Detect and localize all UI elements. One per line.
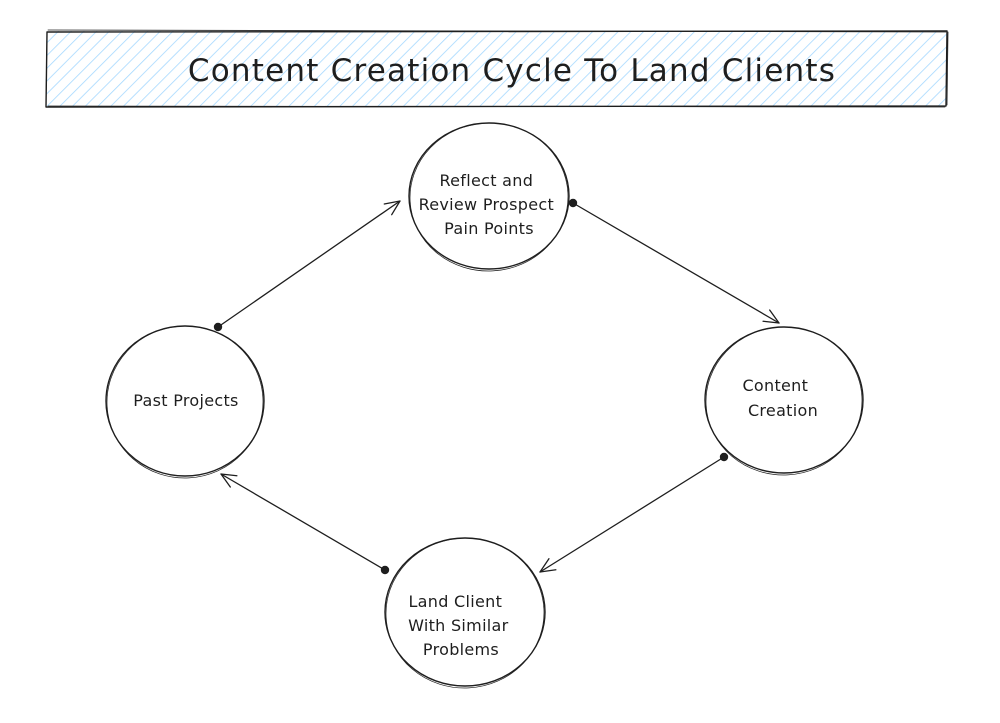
svg-text:Reflect and Review Pro: Reflect and Review Prospect Pain Points bbox=[419, 171, 560, 238]
title-banner: Content Creation Cycle To Land Clients bbox=[45, 29, 949, 108]
node-reflect-line-1: Reflect and bbox=[439, 171, 533, 190]
arrow-line bbox=[539, 456, 725, 573]
svg-text:Past Projects: Past Projects bbox=[133, 391, 238, 410]
arrow-line bbox=[217, 200, 401, 328]
edges-layer bbox=[213, 198, 780, 575]
arrow-line bbox=[220, 473, 386, 571]
arrow-past-to-reflect bbox=[213, 200, 401, 332]
node-land-line-3: Problems bbox=[423, 640, 499, 659]
arrow-head bbox=[539, 558, 557, 573]
node-past-line-1: Past Projects bbox=[133, 391, 238, 410]
node-content-line-2: Creation bbox=[748, 401, 818, 420]
diagram-title: Content Creation Cycle To Land Clients bbox=[188, 53, 836, 89]
arrow-start-dot bbox=[568, 198, 578, 208]
node-past-projects: Past Projects bbox=[105, 325, 265, 479]
node-reflect-line-3: Pain Points bbox=[444, 219, 534, 238]
arrow-start-dot bbox=[719, 452, 729, 462]
arrow-head bbox=[762, 309, 780, 324]
arrow-line bbox=[572, 202, 780, 324]
arrow-reflect-to-content bbox=[568, 198, 780, 324]
node-land-line-2: With Similar bbox=[408, 616, 509, 635]
node-reflect: Reflect and Review Prospect Pain Points bbox=[408, 122, 570, 272]
nodes-layer: Reflect and Review Prospect Pain Points … bbox=[105, 122, 864, 689]
arrow-start-dot bbox=[213, 322, 223, 332]
node-content-creation: Content Creation bbox=[704, 326, 864, 476]
arrow-start-dot bbox=[380, 565, 390, 575]
node-land-client: Land Client With Similar Problems bbox=[384, 537, 546, 689]
arrow-land-to-past bbox=[220, 473, 390, 575]
arrow-content-to-land bbox=[539, 452, 729, 573]
node-land-line-1: Land Client bbox=[408, 592, 502, 611]
node-content-line-1: Content bbox=[742, 376, 808, 395]
node-reflect-line-2: Review Prospect bbox=[419, 195, 554, 214]
arrow-head bbox=[220, 473, 238, 488]
arrow-head bbox=[383, 200, 401, 216]
svg-text:Content Creation: Content Creation bbox=[742, 376, 818, 420]
svg-text:Land Client With Simil: Land Client With Similar Problems bbox=[408, 592, 514, 659]
